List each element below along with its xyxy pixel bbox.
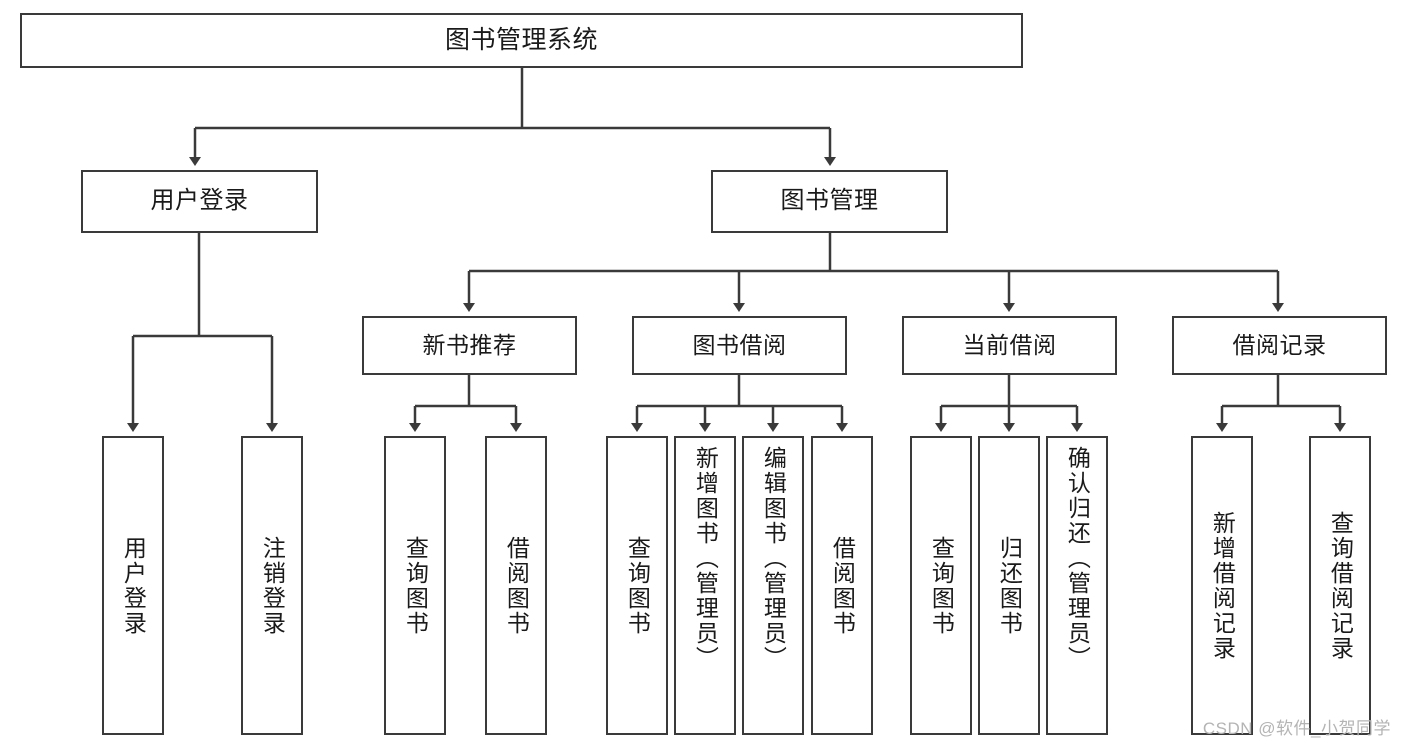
leaf-add-book-admin[interactable]: 新增图书（管理员）	[674, 436, 736, 735]
node-current-borrow[interactable]: 当前借阅	[902, 316, 1117, 375]
node-label: 借阅图书	[503, 535, 530, 636]
leaf-confirm-return-admin[interactable]: 确认归还（管理员）	[1046, 436, 1108, 735]
node-label: 查询图书	[402, 535, 429, 636]
node-user-login[interactable]: 用户登录	[81, 170, 318, 233]
node-label: 当前借阅	[962, 331, 1057, 358]
node-label: 查询借阅记录	[1327, 510, 1354, 661]
node-label: 用户登录	[150, 187, 249, 215]
node-label: 注销登录	[259, 535, 286, 636]
node-label: 图书管理系统	[444, 25, 598, 54]
node-label: 图书借阅	[692, 331, 787, 358]
leaf-query-borrow-record[interactable]: 查询借阅记录	[1309, 436, 1371, 735]
leaf-add-borrow-record[interactable]: 新增借阅记录	[1191, 436, 1253, 735]
node-book-borrow[interactable]: 图书借阅	[632, 316, 847, 375]
node-borrow-record[interactable]: 借阅记录	[1172, 316, 1387, 375]
node-label: 查询图书	[928, 535, 955, 636]
node-book-management-system[interactable]: 图书管理系统	[20, 13, 1023, 68]
node-label: 归还图书	[996, 535, 1023, 636]
leaf-user-login[interactable]: 用户登录	[102, 436, 164, 735]
leaf-borrow-book[interactable]: 借阅图书	[811, 436, 873, 735]
leaf-query-book-current[interactable]: 查询图书	[910, 436, 972, 735]
leaf-user-logout[interactable]: 注销登录	[241, 436, 303, 735]
node-label: 借阅图书	[829, 535, 856, 636]
leaf-borrow-book-recommend[interactable]: 借阅图书	[485, 436, 547, 735]
node-label: 编辑图书（管理员）	[760, 446, 787, 671]
leaf-edit-book-admin[interactable]: 编辑图书（管理员）	[742, 436, 804, 735]
node-label: 确认归还（管理员）	[1064, 446, 1091, 671]
node-label: 新增图书（管理员）	[692, 446, 719, 671]
node-label: 用户登录	[120, 535, 147, 636]
node-new-book-recommend[interactable]: 新书推荐	[362, 316, 577, 375]
watermark: CSDN @软件_小贺同学	[1202, 719, 1391, 738]
leaf-return-book[interactable]: 归还图书	[978, 436, 1040, 735]
node-label: 新增借阅记录	[1209, 510, 1236, 661]
node-label: 新书推荐	[422, 331, 517, 358]
node-label: 查询图书	[624, 535, 651, 636]
leaf-query-book-recommend[interactable]: 查询图书	[384, 436, 446, 735]
leaf-query-book-borrow[interactable]: 查询图书	[606, 436, 668, 735]
node-label: 图书管理	[780, 187, 879, 215]
node-label: 借阅记录	[1232, 331, 1327, 358]
node-book-management[interactable]: 图书管理	[711, 170, 948, 233]
